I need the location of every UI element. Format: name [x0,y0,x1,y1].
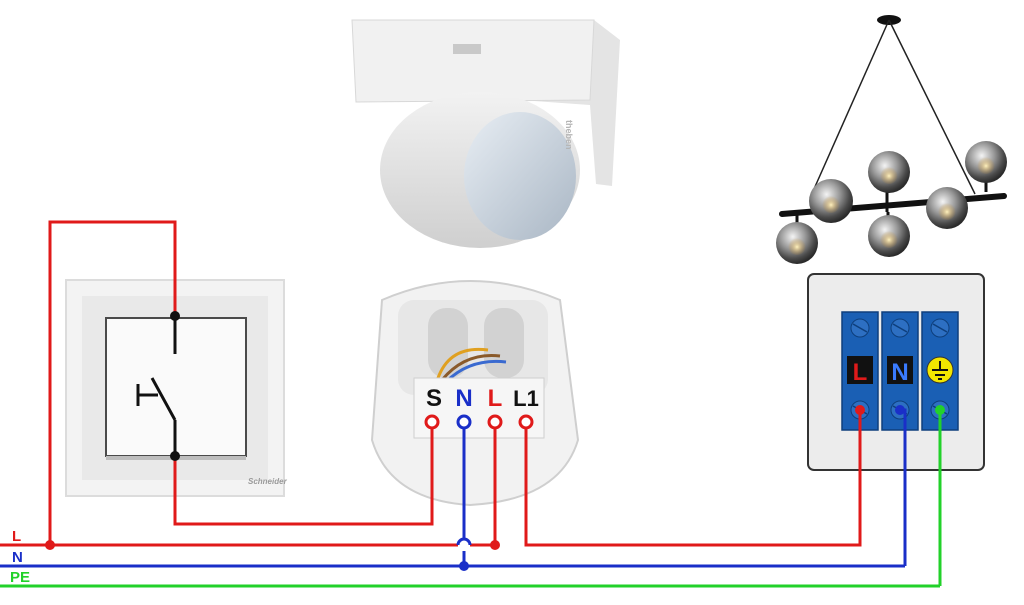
junction-box: L N [807,273,985,471]
junction-wire-ends [855,405,945,415]
junction-dot [459,561,469,571]
junction-dot [45,540,55,550]
lamp-globe [868,215,910,257]
feed-wire-earth [436,347,489,379]
label-earth: PE [10,569,30,586]
pendant-lamp-icon [776,15,1007,264]
label-neutral: N [12,549,23,566]
sensor-release-tab [453,44,481,54]
junction-label-n: N [891,359,908,386]
wire-switch-to-s [173,422,434,526]
terminal-label-s: S [426,385,442,412]
lamp-cable-right [888,19,976,195]
junction-dot [490,540,500,550]
wire-end-pe [935,405,945,415]
earth-ground-icon [926,356,954,384]
terminal-screw-l [487,414,503,430]
wire-end-n [895,405,905,415]
wire-end-l [855,405,865,415]
junction-dot [170,451,180,461]
terminal-label-n: N [455,385,472,412]
switch-brand: Schneider [248,477,288,486]
terminal-screw-l1 [518,414,534,430]
cable-entry-left [428,308,468,378]
lamp-globe [809,179,853,223]
motion-sensor-icon: theben [351,19,620,248]
label-line: L [12,528,21,545]
lamp-globe [868,151,910,193]
sensor-housing-front [351,19,595,103]
feed-wire-brown [440,354,501,381]
wire-line-to-switch [48,220,177,545]
junction-dots [45,311,500,571]
lamp-cable-left [809,19,890,199]
neutral-jump [456,537,472,546]
junction-dot [170,311,180,321]
terminal-label-l: L [488,385,503,412]
switch-contact-icon [136,316,177,456]
cable-entry-right [484,308,524,378]
sensor-terminal-screws [424,414,534,430]
sensor-base: S N L L1 [370,280,580,507]
lamp-globe [965,141,1007,183]
terminal-label-l1: L1 [513,386,539,411]
lamp-globe [776,222,818,264]
lamp-globe [926,187,968,229]
sensor-lens [464,112,576,240]
terminal-screw-n [456,414,472,430]
junction-label-l: L [853,359,868,386]
sensor-brand: theben [564,120,574,150]
wire-l1-to-lamp [524,410,862,547]
terminal-screw-s [424,414,440,430]
